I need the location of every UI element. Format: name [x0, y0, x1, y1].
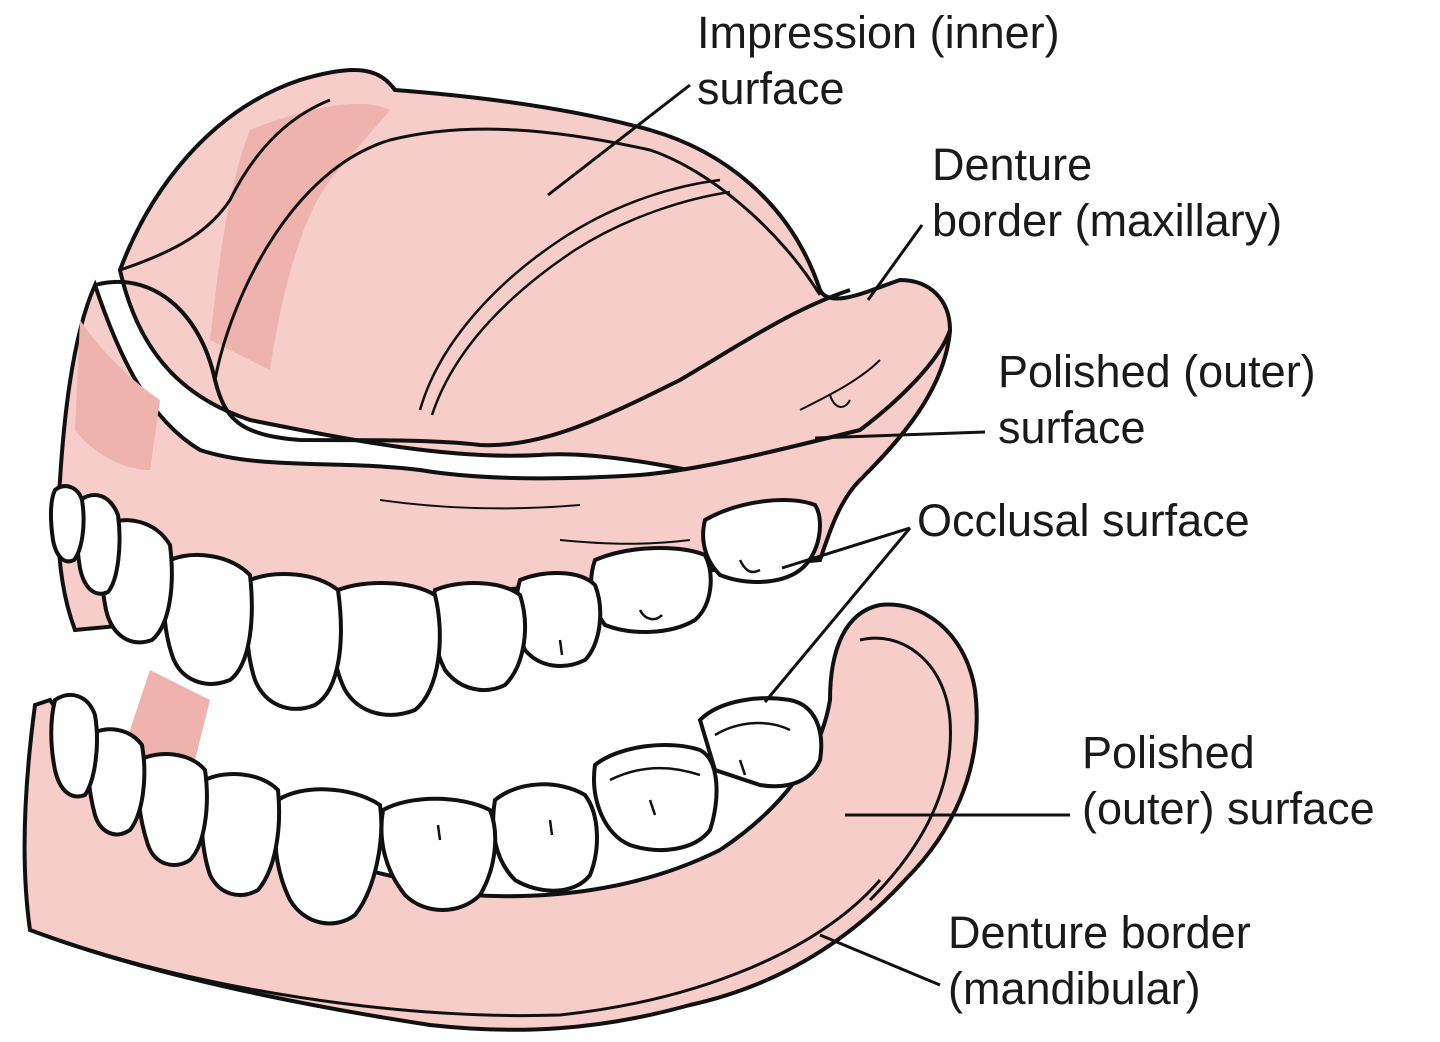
leader-occlusal-a	[781, 526, 911, 570]
leader-border-mand	[819, 933, 941, 987]
lower-canine	[273, 787, 384, 926]
leader-lines	[547, 83, 1070, 987]
label-polished-lower-line1: Polished	[1082, 727, 1255, 778]
upper-central-incisor-1	[244, 572, 343, 711]
leader-occlusal-b	[763, 527, 912, 703]
label-polished-upper-line2: surface	[998, 402, 1146, 453]
mandibular-flange-inner	[859, 636, 952, 902]
mandibular-border-line	[44, 879, 882, 1018]
lower-incisor-4	[199, 772, 282, 897]
leader-border-max	[866, 224, 924, 301]
label-polished-upper-line1: Polished (outer)	[998, 346, 1316, 397]
label-denture-border-mandibular: Denture border (mandibular)	[948, 905, 1251, 1017]
palate-fold	[119, 98, 331, 272]
label-impression-line1: Impression (inner)	[697, 7, 1060, 58]
lower-molar-2	[592, 743, 719, 852]
label-polished-lower-surface: Polished (outer) surface	[1082, 725, 1375, 837]
palate-rim	[94, 279, 851, 448]
label-border-max-line1: Denture	[932, 139, 1093, 190]
upper-central-incisor-2	[162, 553, 254, 686]
lower-molar-details	[436, 721, 791, 841]
leader-polished-upper	[814, 430, 986, 440]
upper-canine	[330, 581, 442, 717]
label-border-mand-line2: (mandibular)	[948, 963, 1201, 1014]
label-impression-line2: surface	[697, 63, 845, 114]
label-occlusal-line1: Occlusal surface	[917, 495, 1250, 546]
lower-incisor-3	[136, 752, 209, 867]
upper-premolar-left	[48, 484, 86, 564]
label-polished-upper-surface: Polished (outer) surface	[998, 344, 1316, 456]
lower-premolar-1	[379, 796, 498, 912]
label-occlusal-surface: Occlusal surface	[917, 493, 1250, 549]
upper-teeth	[48, 484, 822, 717]
upper-molar-details	[558, 559, 761, 656]
flange-inner-line	[199, 428, 861, 480]
palate-seam-2	[430, 190, 731, 416]
label-border-max-line2: border (maxillary)	[932, 195, 1283, 246]
lower-molar-3	[697, 696, 824, 789]
label-impression-surface: Impression (inner) surface	[697, 5, 1060, 117]
palate-ridge	[213, 127, 822, 381]
label-denture-border-maxillary: Denture border (maxillary)	[932, 137, 1282, 249]
label-polished-lower-line2: (outer) surface	[1082, 783, 1375, 834]
upper-premolar-2	[514, 571, 603, 668]
lower-incisor-1	[49, 693, 99, 799]
lower-premolar-2	[491, 782, 599, 893]
palate-shade	[210, 103, 390, 370]
lower-teeth	[49, 693, 824, 926]
flange-shade	[75, 320, 160, 470]
mandibular-base	[22, 602, 979, 1032]
leader-impression	[547, 83, 691, 197]
upper-molar-2	[701, 498, 822, 584]
upper-premolar-1	[430, 581, 527, 692]
label-border-mand-line1: Denture border	[948, 907, 1251, 958]
palate-seam-1	[418, 178, 721, 411]
flange-texture	[379, 359, 881, 545]
